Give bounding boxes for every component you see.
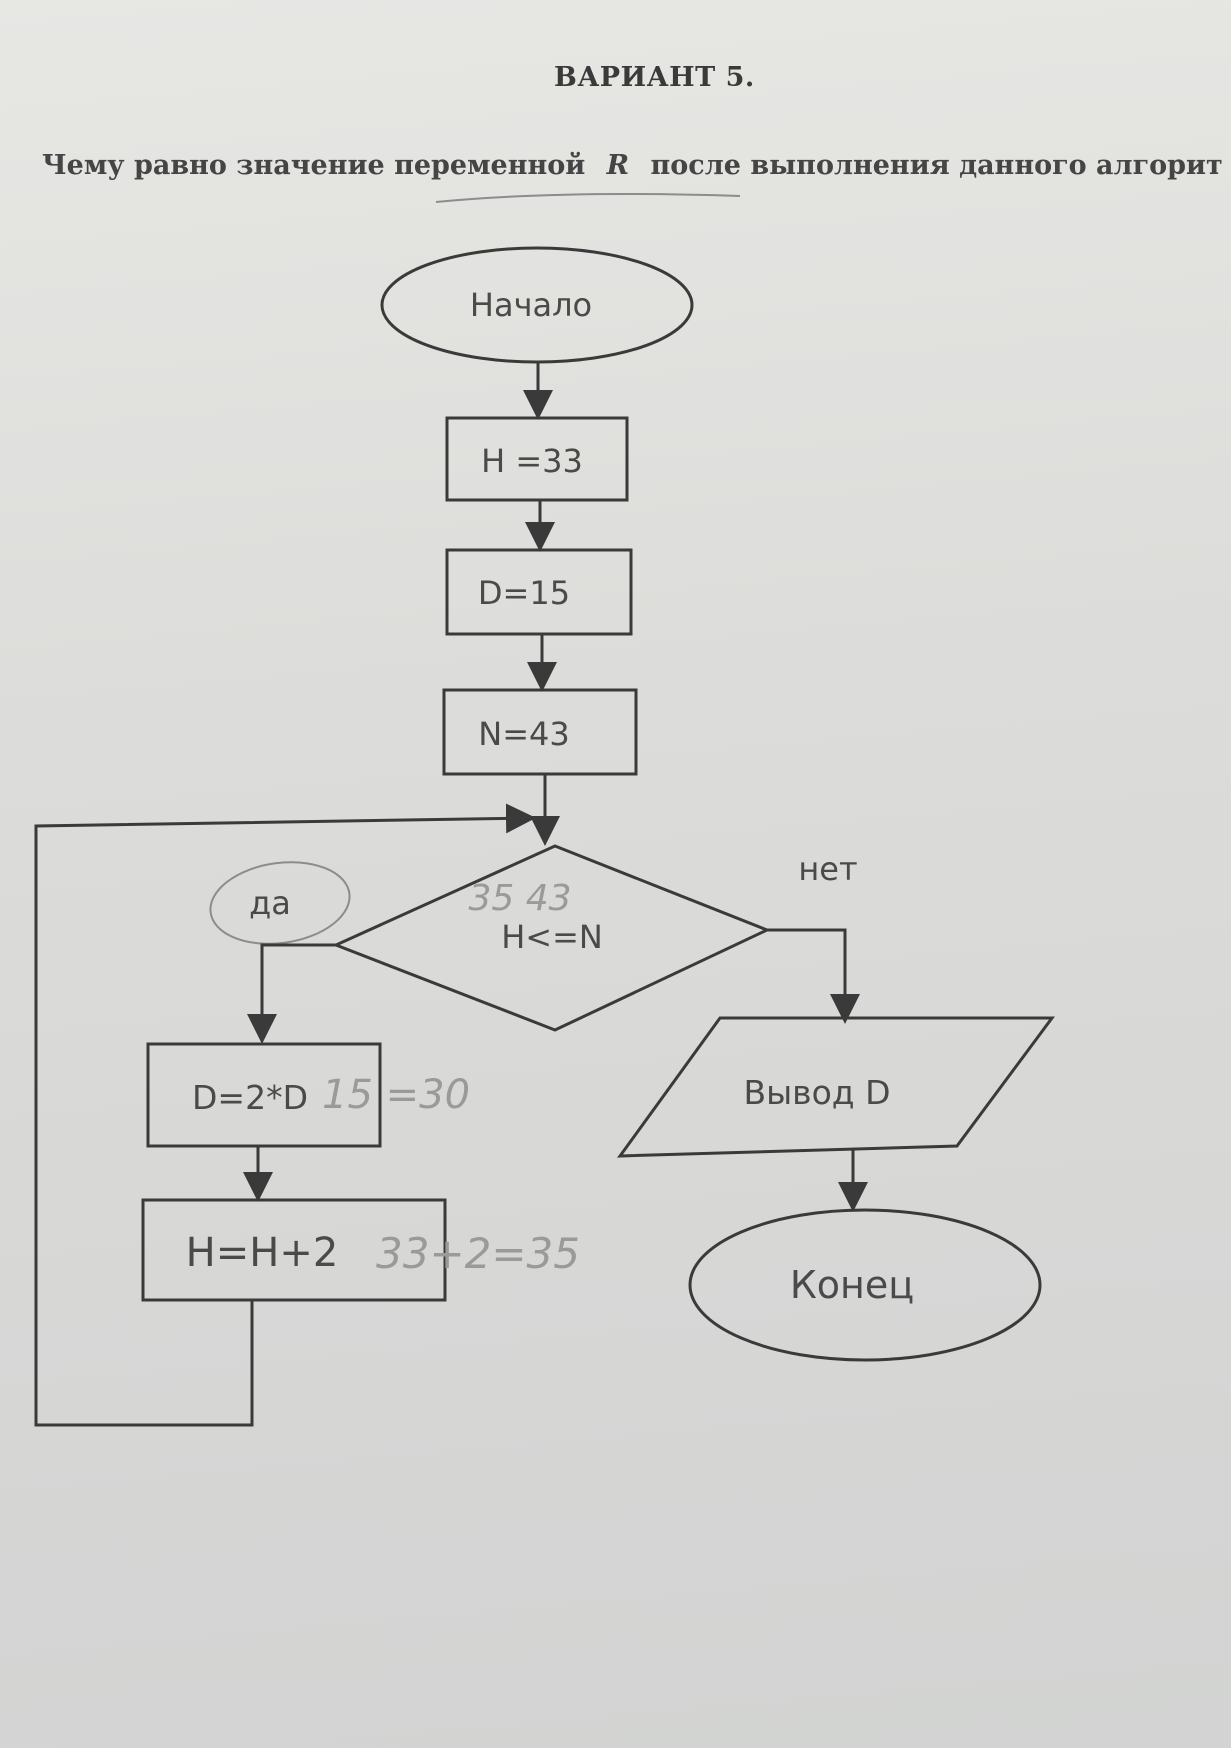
assign-h-label: H =33: [481, 442, 583, 480]
double-d-label: D=2*D: [192, 1078, 308, 1117]
condition-decision: [332, 844, 771, 1032]
end-label: Конец: [790, 1263, 914, 1307]
assign-h-block: [445, 416, 629, 502]
branch-no-label: нет: [798, 850, 857, 888]
question-variable: R: [606, 150, 630, 181]
assign-d-block: [445, 548, 633, 636]
pencil-underline: [435, 193, 741, 203]
pencil-note-double-d: 15 =30: [322, 1072, 470, 1118]
increment-h-block: [141, 1198, 447, 1302]
output-label: Вывод D: [743, 1073, 890, 1112]
double-d-block: [146, 1042, 382, 1148]
variant-heading: ВАРИАНТ 5.: [554, 62, 755, 93]
arrow-yes-branch: [247, 943, 336, 1044]
pencil-circle-yes: [209, 861, 351, 945]
start-label: Начало: [470, 286, 592, 324]
arrow-no-branch: [767, 928, 860, 1024]
pencil-note-condition: 35 43: [468, 878, 571, 919]
question-text-before: Чему равно значение переменной: [42, 150, 586, 181]
end-terminal: [688, 1208, 1042, 1362]
increment-h-label: H=H+2: [186, 1230, 339, 1276]
assign-n-label: N=43: [478, 715, 569, 753]
assign-n-block: [442, 688, 638, 776]
output-block: [616, 1016, 1055, 1158]
pencil-note-increment-h: 33+2=35: [376, 1229, 580, 1278]
condition-label: H<=N: [501, 918, 603, 956]
assign-d-label: D=15: [478, 574, 570, 612]
question-text-after: после выполнения данного алгорит: [650, 150, 1223, 181]
branch-yes-label: да: [249, 884, 291, 922]
loop-back-connector: [34, 803, 536, 1427]
question-text: Чему равно значение переменной R после в…: [42, 150, 1223, 181]
